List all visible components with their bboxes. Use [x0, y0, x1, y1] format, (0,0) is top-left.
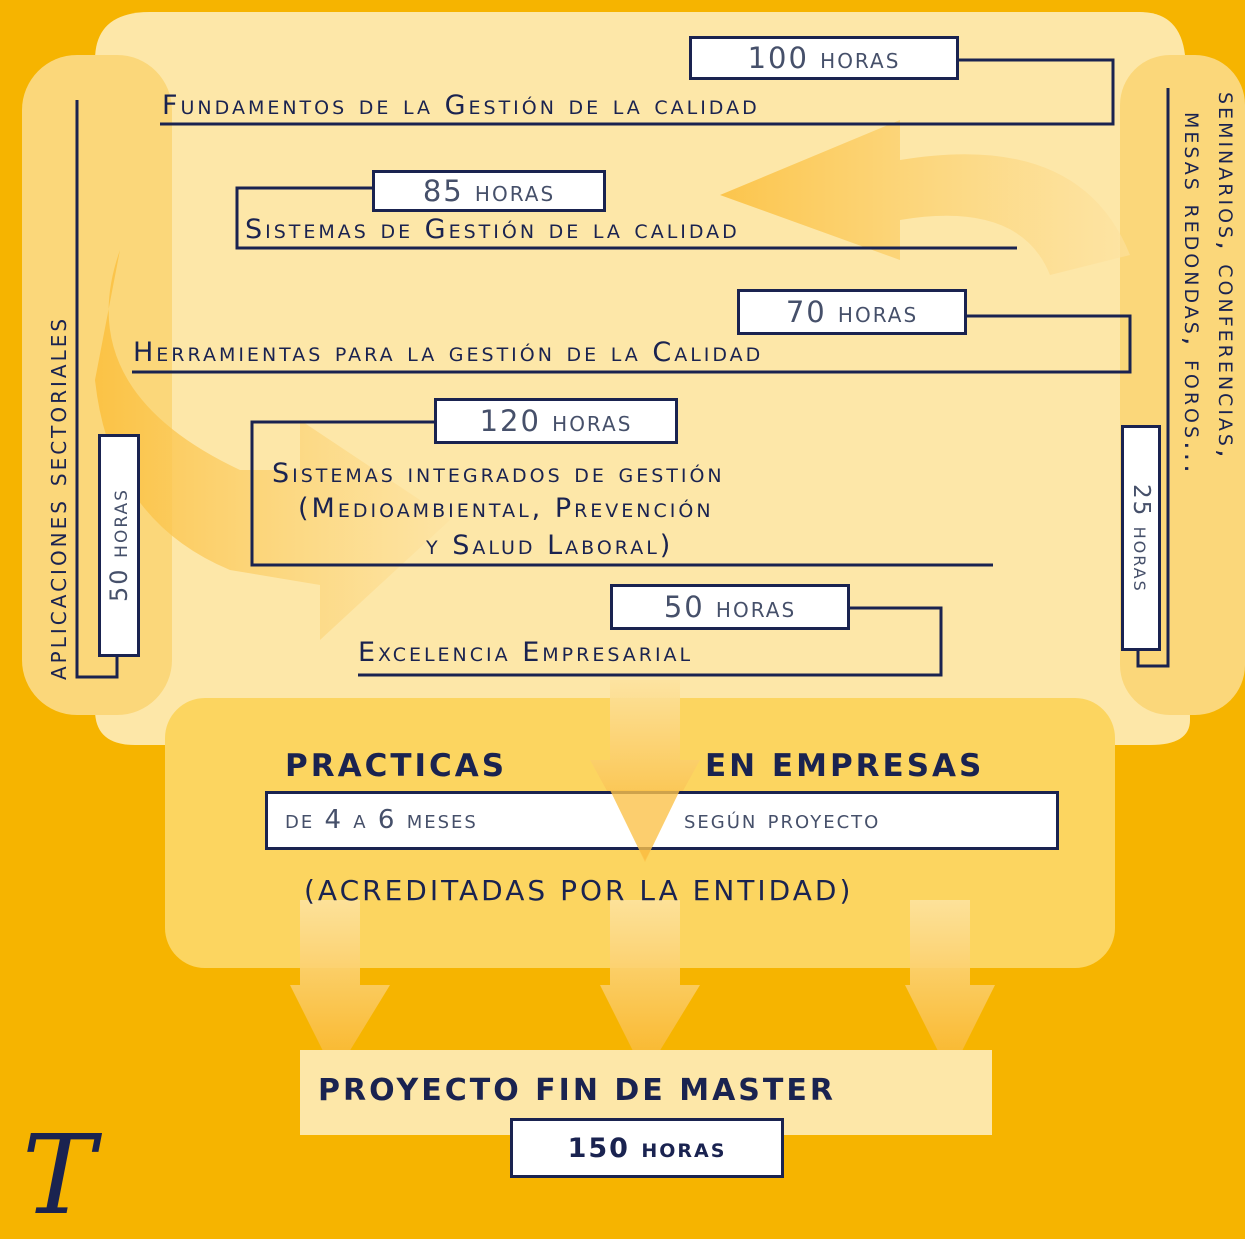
arrow-down-left [290, 900, 390, 1075]
module-title-m4-line1: Sistemas integrados de gestión [272, 458, 725, 489]
hours-box-m2: 85 horas [372, 170, 606, 212]
arrow-down-practicas [590, 680, 700, 860]
connector-m1 [160, 58, 1115, 126]
proyecto-title: PROYECTO FIN DE MASTER [318, 1073, 836, 1108]
arrow-down-center [600, 900, 700, 1075]
main-panel [95, 12, 1190, 745]
practicas-note: (ACREDITADAS POR LA ENTIDAD) [304, 874, 854, 907]
decor-letter: T [22, 1111, 96, 1239]
practicas-title-right: EN EMPRESAS [705, 748, 985, 784]
practicas-duration-left: de 4 a 6 meses [285, 805, 478, 835]
curved-arrow-upper [720, 120, 1130, 275]
connector-right [1136, 88, 1170, 668]
curved-arrow-lower [95, 250, 450, 640]
arrow-overlay-duration [610, 790, 680, 862]
module-title-m4-line3: y Salud Laboral) [426, 530, 674, 561]
module-title-m4-line2: (Medioambiental, Prevención [298, 493, 714, 524]
module-title-m1: Fundamentos de la Gestión de la calidad [162, 90, 760, 121]
right-side-title: seminarios, conferencias, [1212, 92, 1243, 461]
hours-box-m5: 50 horas [610, 584, 850, 630]
practicas-title-left: PRACTICAS [285, 748, 508, 784]
right-side-hours: 25 horas [1121, 425, 1161, 651]
left-side-hours: 50 horas [98, 434, 140, 657]
connector-m5 [358, 606, 943, 677]
module-title-m3: Herramientas para la gestión de la Calid… [133, 337, 764, 368]
connector-m2 [235, 186, 1017, 250]
hours-box-m4: 120 horas [434, 398, 678, 444]
practicas-duration-right: según proyecto [684, 805, 881, 835]
connector-left [75, 100, 119, 679]
module-title-m5: Excelencia Empresarial [358, 637, 694, 668]
right-side-title-2: mesas redondas, foros... [1178, 112, 1209, 476]
hours-box-m1: 100 horas [689, 36, 959, 80]
proyecto-hours: 150 horas [510, 1118, 784, 1178]
left-side-title: aplicaciones sectoriales [40, 315, 73, 680]
module-title-m2: Sistemas de Gestión de la calidad [245, 214, 740, 245]
hours-box-m3: 70 horas [737, 289, 967, 335]
connector-m4 [250, 420, 993, 567]
connector-m3 [132, 314, 1132, 374]
arrow-down-right [905, 900, 995, 1075]
